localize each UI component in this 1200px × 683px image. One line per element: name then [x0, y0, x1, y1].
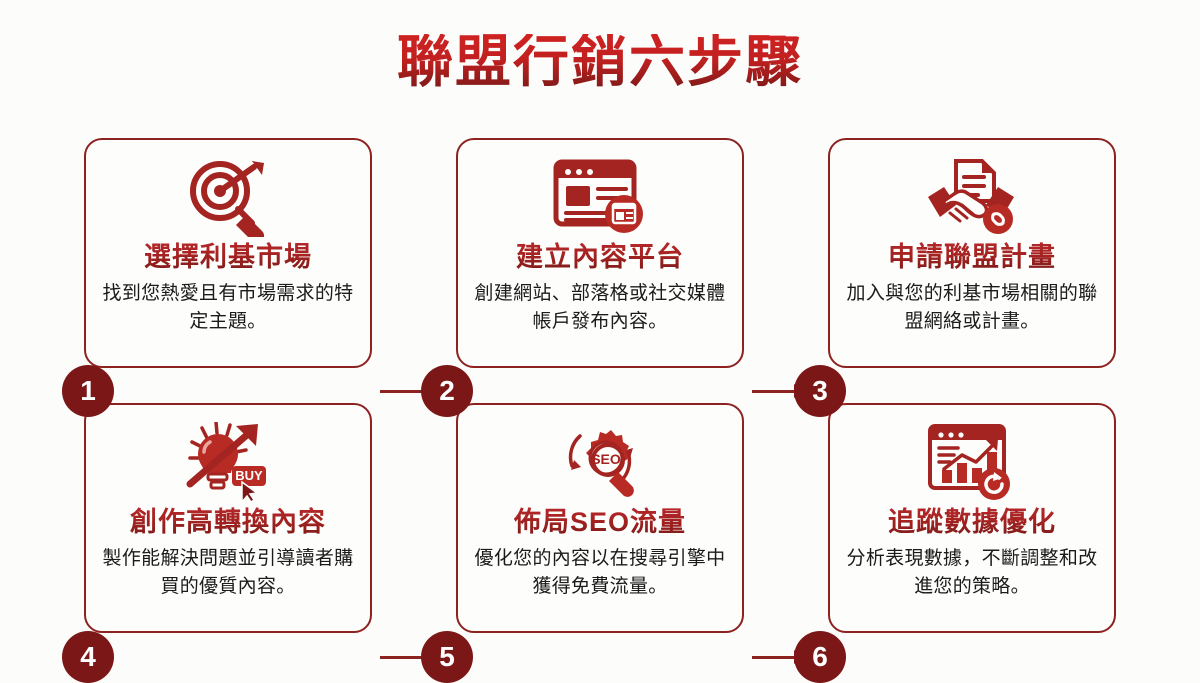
step-title: 申請聯盟計畫 [888, 242, 1056, 272]
step-card-2[interactable]: 建立內容平台 創建網站、部落格或社交媒體帳戶發布內容。 [456, 138, 744, 368]
target-magnifier-icon [182, 156, 274, 238]
step-description: 製作能解決問題並引導讀者購買的優質內容。 [102, 548, 354, 597]
step-title: 選擇利基市場 [144, 242, 312, 272]
step-description: 找到您熱愛且有市場需求的特定主題。 [102, 283, 354, 332]
step-card-5[interactable]: SEO 佈局SEO流量 優化您的內容以在搜尋引擎中獲得免費流量。 [456, 403, 744, 633]
step-card-3[interactable]: 申請聯盟計畫 加入與您的利基市場相關的聯盟網絡或計畫。 [828, 138, 1116, 368]
step-card-4[interactable]: BUY 創作高轉換內容 製作能解決問題並引導讀者購買的優質內容。 [84, 403, 372, 633]
page-title: 聯盟行銷六步驟 [0, 34, 1200, 90]
seo-label: SEO [591, 451, 621, 467]
step-badge-2[interactable]: 2 [421, 365, 473, 417]
analytics-chart-refresh-icon [924, 421, 1020, 503]
lightbulb-buy-cursor-icon: BUY [176, 421, 280, 503]
step-title: 建立內容平台 [516, 242, 684, 272]
seo-gear-magnifier-icon: SEO [550, 421, 650, 503]
step-number: 6 [812, 641, 828, 672]
step-badge-4[interactable]: 4 [62, 631, 114, 683]
step-number: 2 [439, 375, 455, 406]
step-badge-1[interactable]: 1 [62, 365, 114, 417]
step-description: 優化您的內容以在搜尋引擎中獲得免費流量。 [474, 548, 726, 597]
step-badge-6[interactable]: 6 [794, 631, 846, 683]
step-title: 創作高轉換內容 [130, 507, 326, 537]
step-badge-5[interactable]: 5 [421, 631, 473, 683]
handshake-document-link-icon [922, 156, 1022, 238]
step-badge-3[interactable]: 3 [794, 365, 846, 417]
step-title: 佈局SEO流量 [513, 507, 687, 537]
step-number: 3 [812, 375, 828, 406]
step-description: 分析表現數據，不斷調整和改進您的策略。 [846, 548, 1098, 597]
step-title: 追蹤數據優化 [888, 507, 1056, 537]
step-card-6[interactable]: 追蹤數據優化 分析表現數據，不斷調整和改進您的策略。 [828, 403, 1116, 633]
steps-grid: 選擇利基市場 找到您熱愛且有市場需求的特定主題。 1 [0, 138, 1200, 683]
step-description: 加入與您的利基市場相關的聯盟網絡或計畫。 [846, 283, 1098, 332]
buy-label: BUY [235, 468, 263, 483]
step-number: 5 [439, 641, 455, 672]
step-card-1[interactable]: 選擇利基市場 找到您熱愛且有市場需求的特定主題。 [84, 138, 372, 368]
browser-window-icon [552, 156, 648, 238]
step-description: 創建網站、部落格或社交媒體帳戶發布內容。 [474, 283, 726, 332]
step-number: 1 [80, 375, 96, 406]
step-number: 4 [80, 641, 96, 672]
